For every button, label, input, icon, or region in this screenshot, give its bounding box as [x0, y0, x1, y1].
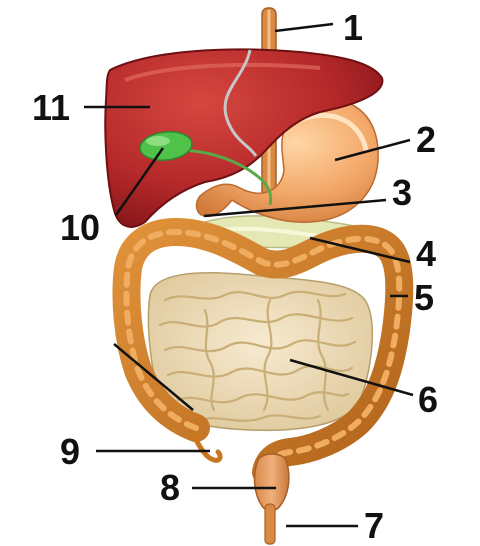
label-10: 10	[60, 207, 100, 248]
label-3: 3	[392, 172, 412, 213]
label-6: 6	[418, 379, 438, 420]
label-11: 11	[32, 87, 70, 128]
label-8: 8	[160, 467, 180, 508]
label-4: 4	[416, 233, 436, 274]
label-9: 9	[60, 431, 80, 472]
rectum	[255, 454, 289, 544]
label-2: 2	[416, 119, 436, 160]
label-5: 5	[414, 277, 434, 318]
label-7: 7	[364, 505, 384, 546]
leader-1	[275, 24, 333, 31]
label-1: 1	[343, 7, 363, 48]
